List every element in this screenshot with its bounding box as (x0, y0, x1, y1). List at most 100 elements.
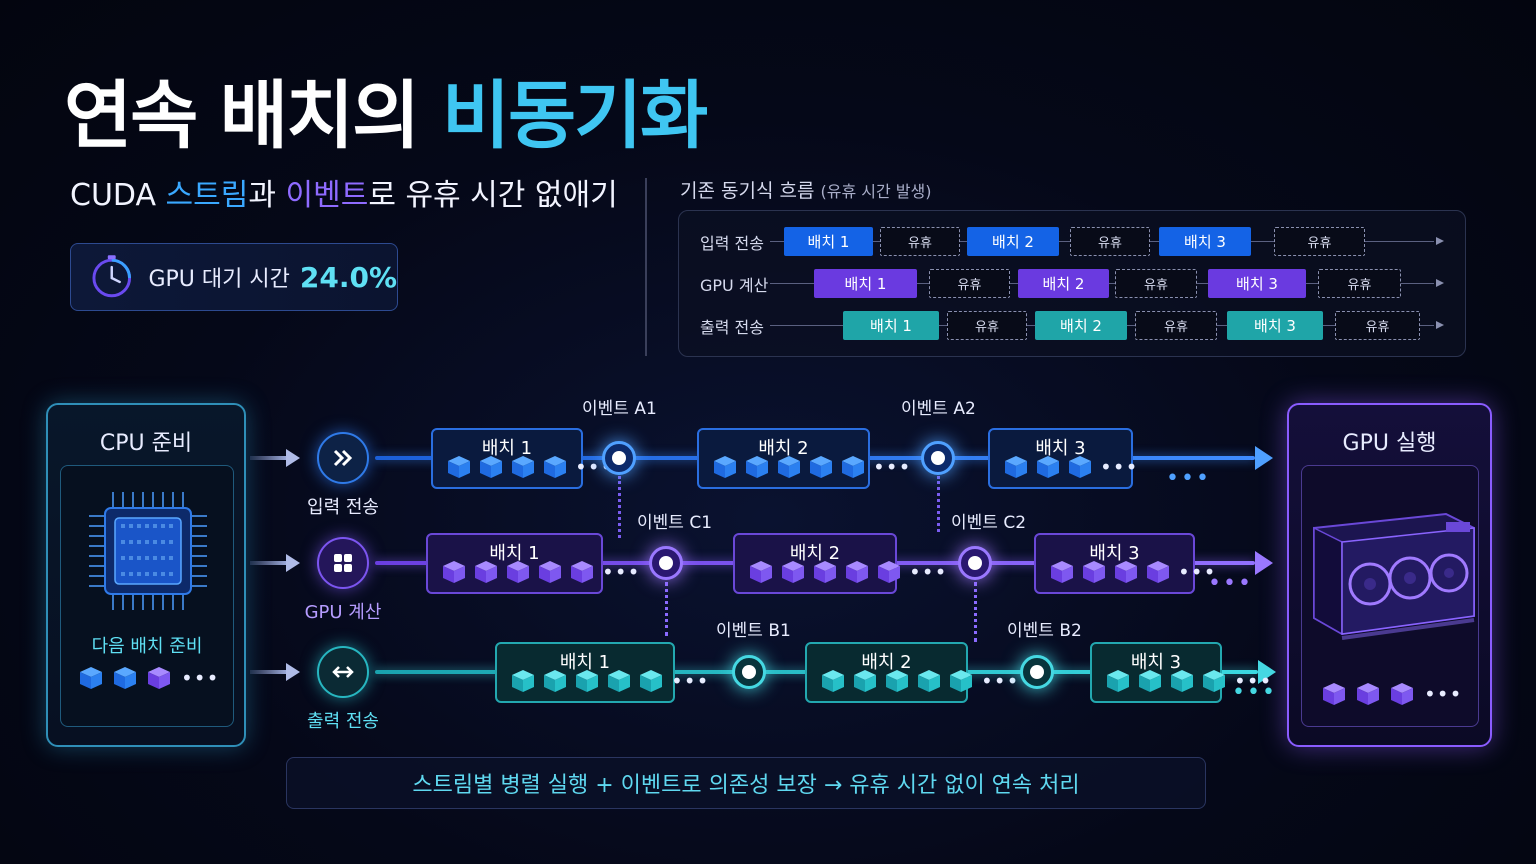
sync-batch-block: 배치 1 (784, 227, 873, 256)
idle-block: 유휴 (880, 227, 960, 256)
cpu-box-title: CPU 준비 (99, 431, 193, 456)
sync-batch-block: 배치 2 (1018, 269, 1109, 298)
event-node (1020, 655, 1054, 689)
batch-cubes: ••• (511, 669, 709, 693)
batch-box: 배치 1 ••• (495, 642, 708, 703)
idle-block: 유휴 (947, 311, 1027, 340)
event-node (602, 441, 636, 475)
data-cube-icon (1139, 670, 1161, 692)
event-label: 이벤트 C2 (951, 513, 1027, 533)
stream-label: 출력 전송 (307, 711, 379, 732)
sync-row-label: 출력 전송 (700, 318, 764, 337)
arrow-right-icon (1436, 321, 1444, 329)
batch-cubes: ••• (713, 455, 911, 479)
batch-label: 배치 2 (861, 652, 912, 673)
data-cube-icon (886, 670, 908, 692)
data-cube-icon (1391, 683, 1413, 705)
data-cube-icon (846, 561, 868, 583)
event-label: 이벤트 B2 (1007, 621, 1082, 641)
data-cube-icon (814, 561, 836, 583)
arrow-right-icon (286, 554, 300, 572)
data-cube-icon (571, 561, 593, 583)
page-subtitle: CUDA 스트림과 이벤트로 유휴 시간 없애기 (70, 170, 618, 214)
data-cube-icon (1069, 456, 1091, 478)
event-label: 이벤트 B1 (716, 621, 791, 641)
cpu-inner-panel: 다음 배치 준비 ••• (60, 465, 234, 727)
subtitle-rest: 로 유휴 시간 없애기 (368, 178, 618, 213)
flow-arrow-line (250, 561, 286, 565)
stream-label: 입력 전송 (307, 497, 379, 518)
data-cube-icon (918, 670, 940, 692)
subtitle-cuda: CUDA (70, 178, 166, 213)
sync-row-label: GPU 계산 (700, 276, 769, 295)
event-node-core (968, 556, 982, 570)
dependency-connector (618, 476, 621, 538)
sync-batch-block: 배치 3 (1159, 227, 1251, 256)
more-dots: ••• (1208, 571, 1253, 596)
sync-flow-title: 기존 동기식 흐름 (유휴 시간 발생) (680, 176, 931, 203)
sync-batch-block: 배치 1 (814, 269, 917, 298)
idle-block: 유휴 (1115, 269, 1197, 298)
batch-cubes: ••• (442, 560, 640, 584)
sync-batch-block: 배치 2 (967, 227, 1059, 256)
data-cube-icon (842, 456, 864, 478)
batch-label: 배치 1 (489, 543, 540, 564)
sync-flow-title-note: (유휴 시간 발생) (820, 182, 932, 201)
title-part1: 연속 배치의 (64, 73, 442, 159)
cpu-chip-icon (89, 492, 207, 610)
more-dots: ••• (671, 669, 710, 693)
idle-block: 유휴 (1274, 227, 1365, 256)
event-node-core (742, 665, 756, 679)
data-cube-icon (854, 670, 876, 692)
event-node (732, 655, 766, 689)
summary-footer: 스트림별 병렬 실행 + 이벤트로 의존성 보장 → 유휴 시간 없이 연속 처… (286, 757, 1206, 809)
gpu-executed-cubes: ••• (1322, 682, 1462, 706)
cpu-prepare-box: CPU 준비 다음 배치 준비 ••• (46, 403, 246, 747)
data-cube-icon (1323, 683, 1345, 705)
gpu-inner-panel: ••• (1301, 465, 1479, 727)
arrow-right-icon (286, 449, 300, 467)
data-cube-icon (507, 561, 529, 583)
data-cube-icon (512, 456, 534, 478)
more-dots: ••• (1100, 455, 1139, 479)
dependency-connector (937, 476, 940, 532)
sync-row-label: 입력 전송 (700, 234, 764, 253)
data-cube-icon (878, 561, 900, 583)
sync-batch-block: 배치 1 (843, 311, 939, 340)
idle-block: 유휴 (1070, 227, 1150, 256)
data-cube-icon (822, 670, 844, 692)
batch-cubes: ••• (1106, 669, 1272, 693)
batch-label: 배치 3 (1089, 543, 1140, 564)
batch-label: 배치 3 (1130, 652, 1182, 673)
data-cube-icon (114, 667, 136, 689)
data-cube-icon (1171, 670, 1193, 692)
batch-box: 배치 1••• (426, 533, 639, 594)
more-dots: ••• (909, 560, 948, 584)
event-label: 이벤트 C1 (637, 513, 713, 533)
more-dots: ••• (1424, 682, 1463, 706)
dependency-connector (665, 582, 668, 636)
event-node (958, 546, 992, 580)
data-cube-icon (539, 561, 561, 583)
subtitle-streams: 스트림 (165, 178, 249, 213)
gpu-wait-badge: GPU 대기 시간 24.0% (70, 243, 398, 311)
batch-cubes: ••• (749, 560, 947, 584)
next-batch-label: 다음 배치 준비 (91, 636, 203, 657)
sync-batch-block: 배치 3 (1227, 311, 1323, 340)
data-cube-icon (148, 667, 170, 689)
event-label: 이벤트 A2 (901, 399, 976, 419)
gpu-box-title: GPU 실행 (1342, 431, 1437, 456)
section-divider (645, 178, 647, 356)
more-dots: ••• (1166, 466, 1211, 491)
timer-icon (92, 255, 132, 298)
data-cube-icon (810, 456, 832, 478)
data-cube-icon (576, 670, 598, 692)
sync-batch-block: 배치 3 (1208, 269, 1306, 298)
batch-label: 배치 1 (559, 652, 611, 673)
idle-block: 유휴 (1318, 269, 1401, 298)
data-cube-icon (1083, 561, 1105, 583)
data-cube-icon (640, 670, 662, 692)
data-cube-icon (1037, 456, 1059, 478)
data-cube-icon (782, 561, 804, 583)
bidirectional-arrow-icon (332, 666, 354, 678)
